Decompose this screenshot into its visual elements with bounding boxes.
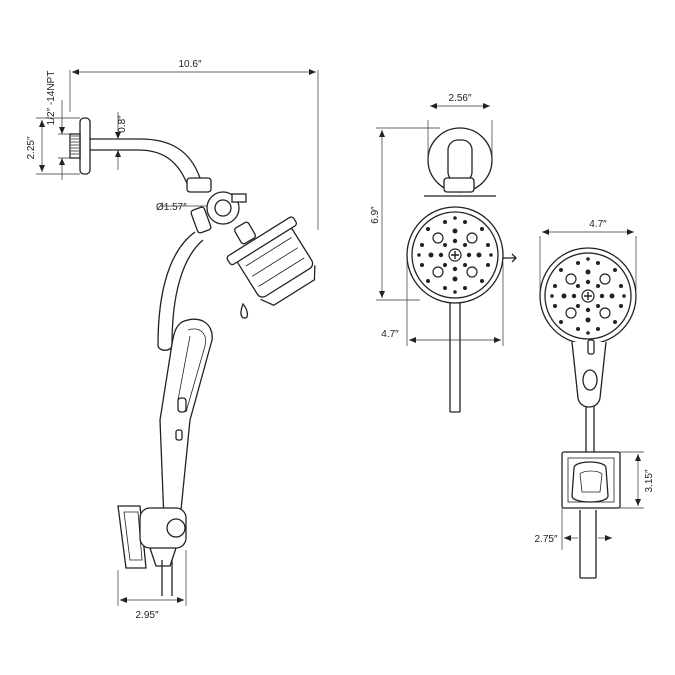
label-flange-height: 2.25″	[26, 136, 37, 159]
wall-flange-icon	[69, 117, 91, 175]
dimension-head-width-front: 4.7″	[381, 258, 504, 346]
label-bracket-width: 2.75″	[534, 534, 557, 545]
label-combo-height: 6.9″	[370, 206, 381, 224]
front-flange-icon	[424, 127, 496, 197]
shower-arm-icon	[90, 138, 201, 187]
side-view: 10.6″ 1/2″ -14NPT 2.25″ 0.8″ Ø1.57″	[26, 59, 319, 621]
label-handheld-head-width: 4.7″	[589, 219, 607, 230]
dimension-combo-height: 6.9″	[370, 127, 440, 301]
label-connector-diameter: Ø1.57″	[156, 202, 187, 213]
dimension-pipe-thread: 1/2″ -14NPT	[46, 71, 70, 180]
dimension-bracket-width: 2.75″	[534, 508, 612, 550]
fixed-shower-head-icon	[226, 216, 316, 306]
handheld-bracket-icon	[561, 451, 621, 509]
front-view: 2.56″ 6.9″ 4.7″	[370, 93, 517, 413]
front-shower-head-icon	[406, 206, 517, 304]
handheld-front-icon	[539, 247, 637, 408]
label-pipe-thread: 1/2″ -14NPT	[46, 71, 57, 126]
handheld-view: 4.7″ 3.15″ 2.75″	[534, 219, 655, 579]
dimension-holder-width: 2.95″	[117, 550, 187, 621]
label-flange-width: 2.56″	[448, 93, 471, 104]
dimension-total-reach: 10.6″	[69, 59, 319, 230]
wall-bracket-icon	[117, 505, 187, 569]
label-total-reach: 10.6″	[178, 59, 201, 70]
dimension-flange-width: 2.56″	[427, 93, 493, 160]
dimension-bracket-height: 3.15″	[620, 451, 655, 509]
dimension-handheld-head-width: 4.7″	[539, 219, 637, 290]
label-arm-diameter: 0.8″	[117, 115, 128, 133]
dimension-flange-height: 2.25″	[26, 117, 80, 175]
dimension-connector-diameter: Ø1.57″	[156, 202, 207, 213]
dimension-arm-diameter: 0.8″	[112, 112, 128, 170]
label-head-width-front: 4.7″	[381, 329, 399, 340]
diverter-icon	[186, 177, 256, 245]
label-holder-width: 2.95″	[135, 610, 158, 621]
front-hose-icon	[449, 303, 461, 413]
label-bracket-height: 3.15″	[644, 469, 655, 492]
